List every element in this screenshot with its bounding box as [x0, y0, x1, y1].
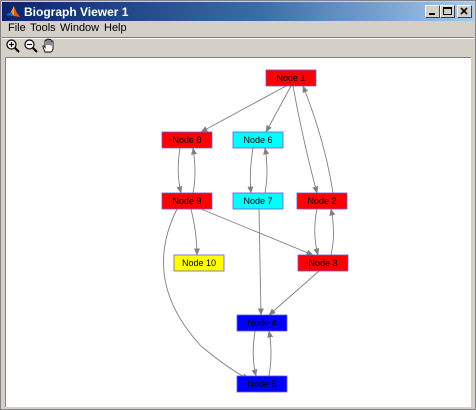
close-button[interactable] [457, 5, 472, 18]
node-box [232, 131, 284, 149]
edge-n3-n2 [329, 208, 336, 256]
graph-node-4[interactable]: Node 4 [236, 314, 288, 332]
node-label: Node 2 [307, 196, 336, 206]
node-box [173, 254, 225, 272]
node-label: Node 7 [243, 196, 272, 206]
edge-n1-n2 [292, 85, 319, 194]
zoom-in-icon[interactable] [5, 38, 21, 54]
menu-file[interactable]: File [8, 22, 26, 34]
edge-n9-n3 [200, 208, 314, 256]
toolbar [2, 37, 474, 55]
edge-n9-n10 [190, 208, 200, 256]
node-label: Node 10 [182, 258, 216, 268]
graph-node-10[interactable]: Node 10 [173, 254, 225, 272]
graph-node-1[interactable]: Node 1 [265, 69, 317, 87]
graph-node-9[interactable]: Node 9 [161, 192, 213, 210]
node-label: Node 1 [276, 73, 305, 83]
menu-tools[interactable]: Tools [30, 22, 56, 34]
edge-n5-n4 [267, 330, 274, 377]
menu-separator [2, 37, 474, 39]
node-box [296, 192, 348, 210]
edge-n7-n4 [257, 208, 264, 316]
node-label: Node 6 [243, 135, 272, 145]
edge-n8-n9 [176, 147, 183, 194]
edge-n1-n8 [200, 85, 287, 133]
node-label: Node 4 [247, 318, 276, 328]
graph-node-5[interactable]: Node 5 [236, 375, 288, 393]
minimize-button[interactable] [425, 5, 440, 18]
graph-node-6[interactable]: Node 6 [232, 131, 284, 149]
close-icon [460, 7, 468, 15]
node-box [161, 131, 213, 149]
edge-n7-n6 [263, 147, 270, 194]
graph-canvas[interactable]: Node 1 Node 2 Node 3 Node 4 Node 5 Node 6 Node… [5, 57, 471, 407]
node-box [297, 254, 349, 272]
edge-n9-n5 [163, 208, 250, 380]
zoom-out-icon[interactable] [23, 38, 39, 54]
graph-svg: Node 1 Node 2 Node 3 Node 4 Node 5 Node 6 Node… [161, 69, 349, 393]
title-bar[interactable]: Biograph Viewer 1 [2, 2, 474, 21]
edge-n6-n7 [247, 147, 254, 194]
graph-node-7[interactable]: Node 7 [232, 192, 284, 210]
menu-bar: File Tools Window Help [2, 21, 474, 37]
node-box [232, 192, 284, 210]
menu-window[interactable]: Window [60, 22, 100, 34]
minimize-icon [429, 13, 435, 15]
edge-n3-n4 [268, 270, 320, 316]
menu-help[interactable]: Help [104, 22, 127, 34]
node-box [236, 375, 288, 393]
node-label: Node 9 [172, 196, 201, 206]
window-title: Biograph Viewer 1 [24, 5, 129, 19]
edge-n2-n3 [313, 208, 320, 256]
graph-node-8[interactable]: Node 8 [161, 131, 213, 149]
maximize-icon [443, 7, 452, 15]
node-label: Node 8 [172, 135, 201, 145]
maximize-button[interactable] [440, 5, 455, 18]
node-box [161, 192, 213, 210]
node-label: Node 3 [308, 258, 337, 268]
edge-n2-n1 [302, 85, 334, 194]
edge-n4-n5 [251, 330, 258, 377]
edge-n1-n6 [265, 85, 292, 133]
matlab-logo-icon [6, 6, 20, 17]
pan-hand-icon[interactable] [40, 38, 56, 54]
node-box [265, 69, 317, 87]
node-box [236, 314, 288, 332]
edge-n9-n8 [191, 147, 197, 194]
graph-node-3[interactable]: Node 3 [297, 254, 349, 272]
graph-node-2[interactable]: Node 2 [296, 192, 348, 210]
node-label: Node 5 [247, 379, 276, 389]
